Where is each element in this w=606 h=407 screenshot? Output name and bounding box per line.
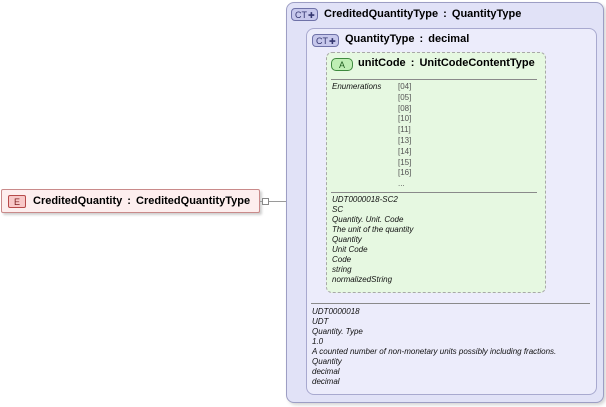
plus-icon: ✚ — [329, 37, 336, 46]
enum-value: [10] — [398, 114, 412, 124]
annotation-line: The unit of the quantity — [332, 225, 414, 234]
attribute-type: UnitCodeContentType — [419, 57, 535, 69]
element-type: CreditedQuantityType — [136, 195, 251, 207]
inner-type-name: QuantityType — [345, 33, 415, 45]
attribute-badge: A — [331, 58, 353, 71]
ct-badge-text: CT — [316, 36, 328, 46]
annotation-line: SC — [332, 205, 344, 214]
enum-value: [14] — [398, 146, 412, 156]
annotation-line: decimal — [312, 367, 340, 376]
annotation-line: Unit Code — [332, 245, 368, 254]
attribute-separator-line-bottom — [331, 192, 537, 193]
attribute-name: unitCode — [358, 57, 406, 69]
inner-type-separator: : — [419, 33, 424, 45]
expand-collapse-icon[interactable] — [262, 198, 269, 205]
element-name: CreditedQuantity — [33, 195, 123, 207]
enum-value: [04] — [398, 82, 412, 91]
annotation-line: UDT0000018-SC2 — [332, 195, 398, 204]
attribute-separator: : — [410, 57, 415, 69]
attribute-annotation: UDT0000018-SC2 SC Quantity. Unit. Code T… — [332, 195, 413, 285]
annotation-line: A counted number of non-monetary units p… — [312, 347, 557, 356]
outer-type-separator: : — [443, 8, 447, 20]
element-label: CreditedQuantity : CreditedQuantityType — [33, 195, 250, 207]
inner-type-annotation: UDT0000018 UDT Quantity. Type 1.0 A coun… — [312, 307, 556, 387]
enum-value: [11] — [398, 125, 411, 135]
enum-value: [05] — [398, 92, 412, 102]
annotation-line: decimal — [312, 377, 340, 386]
outer-type-name: CreditedQuantityType — [324, 8, 439, 20]
enum-ellipsis: ... — [398, 179, 405, 189]
annotation-line: Quantity — [332, 235, 362, 244]
plus-icon: ✚ — [308, 11, 315, 20]
annotation-line: UDT — [312, 317, 329, 326]
inner-type-base: decimal — [428, 33, 470, 45]
enum-value: [16] — [398, 168, 412, 178]
annotation-line: normalizedString — [332, 275, 393, 284]
element-separator: : — [127, 195, 131, 207]
element-badge: E — [8, 195, 26, 208]
complex-type-badge-inner: CT✚ — [312, 34, 339, 47]
annotation-line: string — [332, 265, 352, 274]
complex-type-badge-outer: CT✚ — [291, 8, 318, 21]
outer-type-base: QuantityType — [451, 8, 522, 20]
annotation-line: Quantity — [312, 357, 342, 366]
inner-type-separator-line — [311, 303, 590, 304]
element-node[interactable]: E CreditedQuantity : CreditedQuantityTyp… — [1, 189, 260, 213]
annotation-line: Code — [332, 255, 352, 264]
connector-line-to-type — [269, 201, 287, 202]
annotation-line: 1.0 — [312, 337, 324, 346]
attribute-node[interactable] — [326, 52, 546, 293]
enum-value: [08] — [398, 103, 412, 113]
connector-line-element — [260, 201, 262, 202]
attribute-separator-line-top — [331, 79, 537, 80]
complex-type-outer-title: CreditedQuantityType : QuantityType — [324, 8, 521, 20]
complex-type-inner-title: QuantityType : decimal — [345, 33, 469, 45]
enumerations-list: [04] [05] [08] [10] [11] [13] [14] [15] … — [398, 82, 411, 190]
attribute-title: unitCode : UnitCodeContentType — [358, 57, 535, 69]
enumerations-label: Enumerations — [332, 82, 382, 91]
ct-badge-text: CT — [295, 10, 307, 20]
annotation-line: Quantity. Type — [312, 327, 363, 336]
annotation-line: Quantity. Unit. Code — [332, 215, 404, 224]
enum-value: [15] — [398, 157, 412, 167]
annotation-line: UDT0000018 — [312, 307, 360, 316]
enum-value: [13] — [398, 135, 412, 145]
